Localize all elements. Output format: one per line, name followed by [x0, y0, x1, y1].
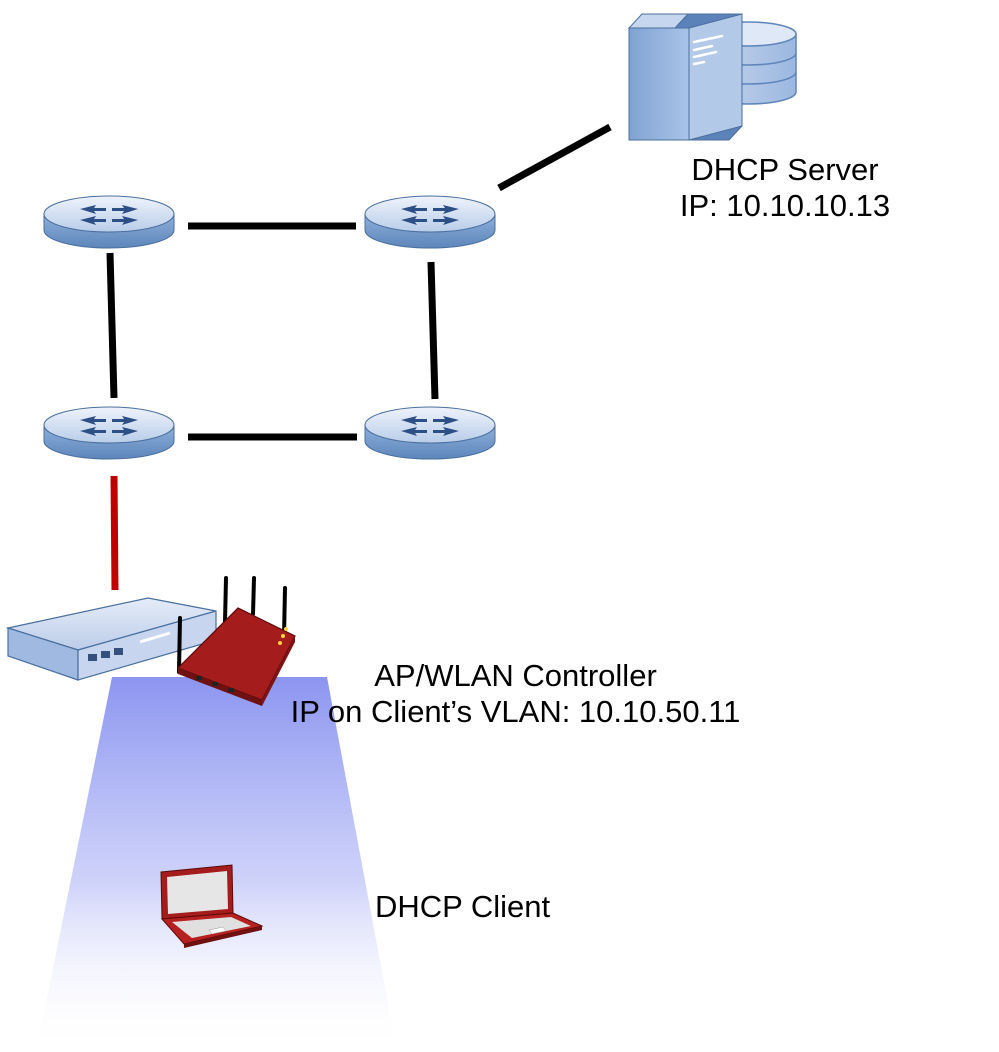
- wireless-coverage-area: [36, 677, 397, 1052]
- laptop-icon: [160, 864, 264, 948]
- dhcp-client-title: DHCP Client: [375, 889, 551, 924]
- dhcp-server-ip: IP: 10.10.10.13: [679, 188, 891, 223]
- link-r1-r3: [106, 252, 118, 399]
- router-icon: [43, 195, 175, 249]
- router-icon: [43, 406, 175, 460]
- link-r2-r4: [427, 261, 439, 400]
- link-r2-server: [497, 123, 612, 192]
- dhcp-client-label: DHCP Client: [375, 889, 575, 925]
- ap-controller-title: AP/WLAN Controller: [374, 658, 657, 693]
- ap-controller-ip: IP on Client’s VLAN: 10.10.50.11: [290, 694, 741, 729]
- dhcp-server-title: DHCP Server: [691, 152, 879, 187]
- access-link-r3-controller: [110, 475, 119, 591]
- dhcp-server-label: DHCP Server IP: 10.10.10.13: [640, 152, 930, 224]
- access-point-icon: [176, 576, 296, 706]
- server-icon: [627, 13, 797, 141]
- ap-controller-label: AP/WLAN Controller IP on Client’s VLAN: …: [258, 658, 773, 730]
- router-icon: [364, 195, 496, 249]
- router-icon: [364, 406, 496, 460]
